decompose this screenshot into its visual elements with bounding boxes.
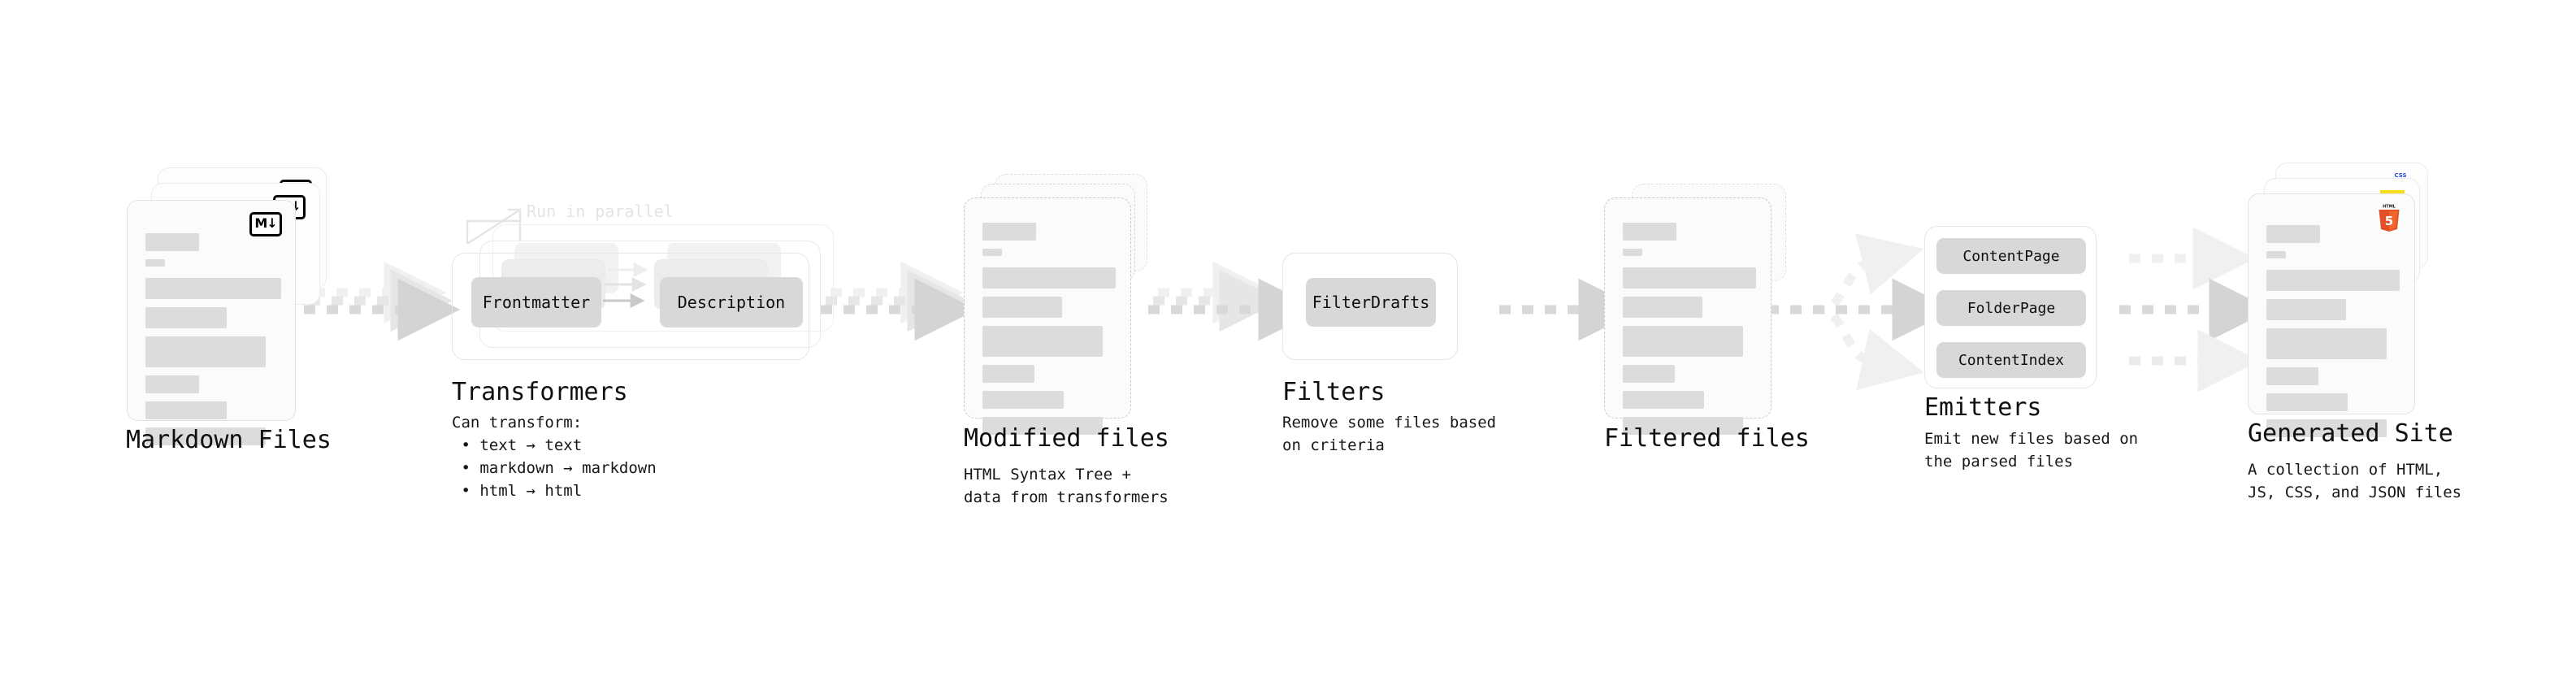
emitters-panel: ContentPage FolderPage ContentIndex bbox=[1924, 226, 2097, 388]
css-icon-label: CSS bbox=[2394, 172, 2407, 179]
content-line bbox=[1623, 249, 1642, 256]
transformers-description: Can transform: • text → text • markdown … bbox=[452, 414, 657, 500]
content-line bbox=[982, 267, 1116, 288]
filtered-files-title: Filtered files bbox=[1604, 424, 1810, 453]
filtered-card-content bbox=[1605, 198, 1771, 435]
stage-filtered-files: Filtered files bbox=[1604, 184, 1810, 453]
content-line bbox=[1623, 417, 1743, 435]
modified-card-front bbox=[964, 197, 1131, 435]
stage-filters: FilterDrafts Filters Remove some files b… bbox=[1282, 253, 1497, 454]
content-line bbox=[145, 307, 227, 328]
content-line bbox=[982, 223, 1036, 241]
generated-site-title: Generated Site bbox=[2248, 419, 2453, 448]
filters-title: Filters bbox=[1282, 378, 1386, 406]
content-line bbox=[982, 391, 1064, 409]
content-line bbox=[1623, 223, 1676, 241]
transformer-panel-front bbox=[452, 253, 809, 360]
modified-files-description: HTML Syntax Tree + data from transformer… bbox=[964, 466, 1169, 506]
content-line bbox=[2266, 328, 2387, 359]
generated-site-description: A collection of HTML, JS, CSS, and JSON … bbox=[2248, 461, 2462, 501]
emitters-title: Emitters bbox=[1924, 393, 2042, 422]
filtered-card-front bbox=[1604, 197, 1772, 435]
content-line bbox=[145, 375, 199, 393]
content-line bbox=[1623, 326, 1743, 357]
transformer-inner-arrows bbox=[603, 262, 648, 308]
content-line bbox=[982, 326, 1103, 357]
modified-card-content bbox=[965, 198, 1130, 435]
stage-markdown-files: M↓ M↓ M↓ Markdown Files bbox=[0, 0, 358, 681]
content-line bbox=[2266, 419, 2387, 437]
content-line bbox=[145, 259, 165, 267]
content-line bbox=[2266, 251, 2286, 258]
content-line bbox=[1623, 391, 1704, 409]
emitters-chip-folderpage[interactable]: FolderPage bbox=[1936, 290, 2086, 326]
modified-files-title: Modified files bbox=[964, 424, 1169, 453]
transformer-chip-frontmatter[interactable]: Frontmatter bbox=[471, 277, 601, 327]
stage-modified-files: Modified files HTML Syntax Tree + data f… bbox=[0, 0, 1219, 681]
content-line bbox=[145, 336, 266, 367]
filters-description: Remove some files based on criteria bbox=[1282, 414, 1497, 454]
markdown-icon: M↓ bbox=[249, 212, 282, 236]
content-line bbox=[982, 417, 1103, 435]
markdown-icon-glyph: M↓ bbox=[254, 215, 277, 231]
svg-text:5: 5 bbox=[2385, 214, 2393, 228]
content-line bbox=[982, 365, 1034, 383]
markdown-files-title: Markdown Files bbox=[126, 426, 332, 454]
markdown-card-front: M↓ bbox=[127, 200, 296, 445]
content-line bbox=[145, 233, 199, 251]
stage-emitters: ContentPage FolderPage ContentIndex Emit… bbox=[1924, 226, 2139, 471]
content-line bbox=[2266, 270, 2400, 291]
content-line bbox=[2266, 225, 2320, 243]
site-card-content bbox=[2249, 194, 2414, 437]
site-card-front: HTML 5 bbox=[2248, 193, 2415, 437]
transformers-title: Transformers bbox=[452, 378, 628, 406]
emitters-description: Emit new files based on the parsed files bbox=[1924, 430, 2139, 471]
content-line bbox=[2266, 367, 2318, 385]
emitters-chip-contentpage[interactable]: ContentPage bbox=[1936, 238, 2086, 274]
content-line bbox=[1623, 365, 1675, 383]
emitters-chip-contentindex[interactable]: ContentIndex bbox=[1936, 342, 2086, 378]
svg-text:HTML: HTML bbox=[2383, 205, 2396, 210]
content-line bbox=[145, 427, 266, 445]
content-line bbox=[1623, 297, 1702, 318]
content-line bbox=[982, 297, 1062, 318]
markdown-card-content bbox=[128, 201, 295, 445]
content-line bbox=[145, 401, 227, 419]
content-line bbox=[145, 278, 281, 299]
filters-chip-filterdrafts[interactable]: FilterDrafts bbox=[1306, 278, 1436, 327]
content-line bbox=[2266, 299, 2346, 320]
content-line bbox=[982, 249, 1002, 256]
run-in-parallel-label: Run in parallel bbox=[527, 202, 674, 221]
content-line bbox=[2266, 393, 2348, 411]
transformer-chip-description[interactable]: Description bbox=[660, 277, 803, 327]
stage-transformers: Frontmatter Description Frontmatter Desc… bbox=[0, 0, 861, 681]
filters-panel: FilterDrafts bbox=[1282, 253, 1458, 360]
html5-icon: HTML 5 bbox=[2379, 205, 2400, 232]
content-line bbox=[1623, 267, 1756, 288]
